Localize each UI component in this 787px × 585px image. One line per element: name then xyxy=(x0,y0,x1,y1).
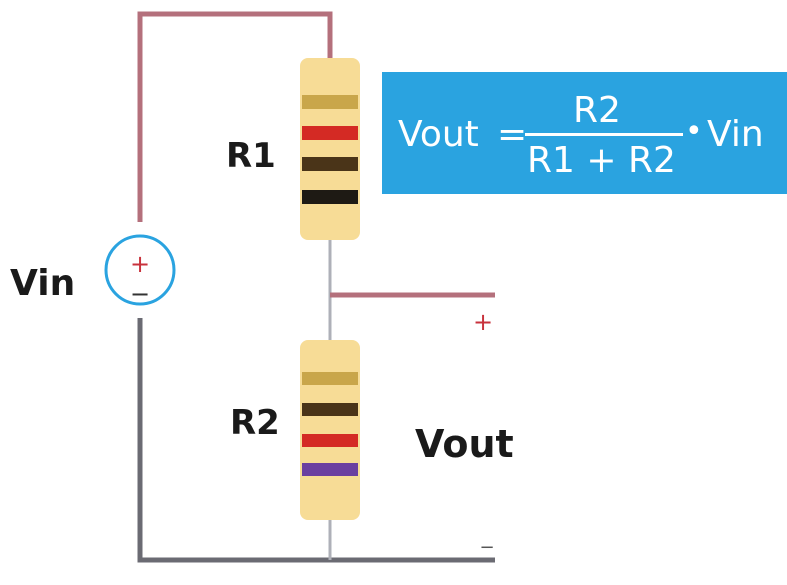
r1-label: R1 xyxy=(226,136,276,176)
resistor-r2-band-1 xyxy=(302,372,358,385)
resistor-r1-band-4 xyxy=(302,190,358,204)
formula-equals: = xyxy=(497,114,528,155)
voltage-source: + − xyxy=(104,234,176,308)
resistor-r1-band-2 xyxy=(302,126,358,140)
resistor-r2-band-3 xyxy=(302,434,358,447)
output-minus-sign: − xyxy=(479,537,494,558)
formula-times: • xyxy=(685,114,703,149)
wire-top-loop xyxy=(137,11,333,222)
resistor-r1-band-3 xyxy=(302,157,358,171)
voltage-source-ring xyxy=(104,234,176,306)
formula-numerator: R2 xyxy=(573,90,621,131)
wire-bottom-loop xyxy=(137,318,495,563)
resistor-r1-body xyxy=(300,58,360,240)
output-plus-sign: + xyxy=(473,308,493,336)
resistor-r2-band-2 xyxy=(302,403,358,416)
vin-label: Vin xyxy=(10,263,76,304)
formula-denominator: R1 + R2 xyxy=(527,140,676,181)
resistor-r2-band-4 xyxy=(302,463,358,476)
resistor-r1 xyxy=(300,58,360,240)
resistor-r1-band-1 xyxy=(302,95,358,109)
formula-fraction-bar xyxy=(525,133,683,136)
vout-label: Vout xyxy=(415,422,514,466)
r2-label: R2 xyxy=(230,403,280,443)
resistor-r2-body xyxy=(300,340,360,520)
formula-rhs: Vin xyxy=(707,114,764,155)
formula-lhs: Vout xyxy=(398,114,479,155)
source-plus-sign: + xyxy=(130,250,150,278)
source-minus-sign: − xyxy=(130,280,150,308)
resistor-r2 xyxy=(300,340,360,520)
